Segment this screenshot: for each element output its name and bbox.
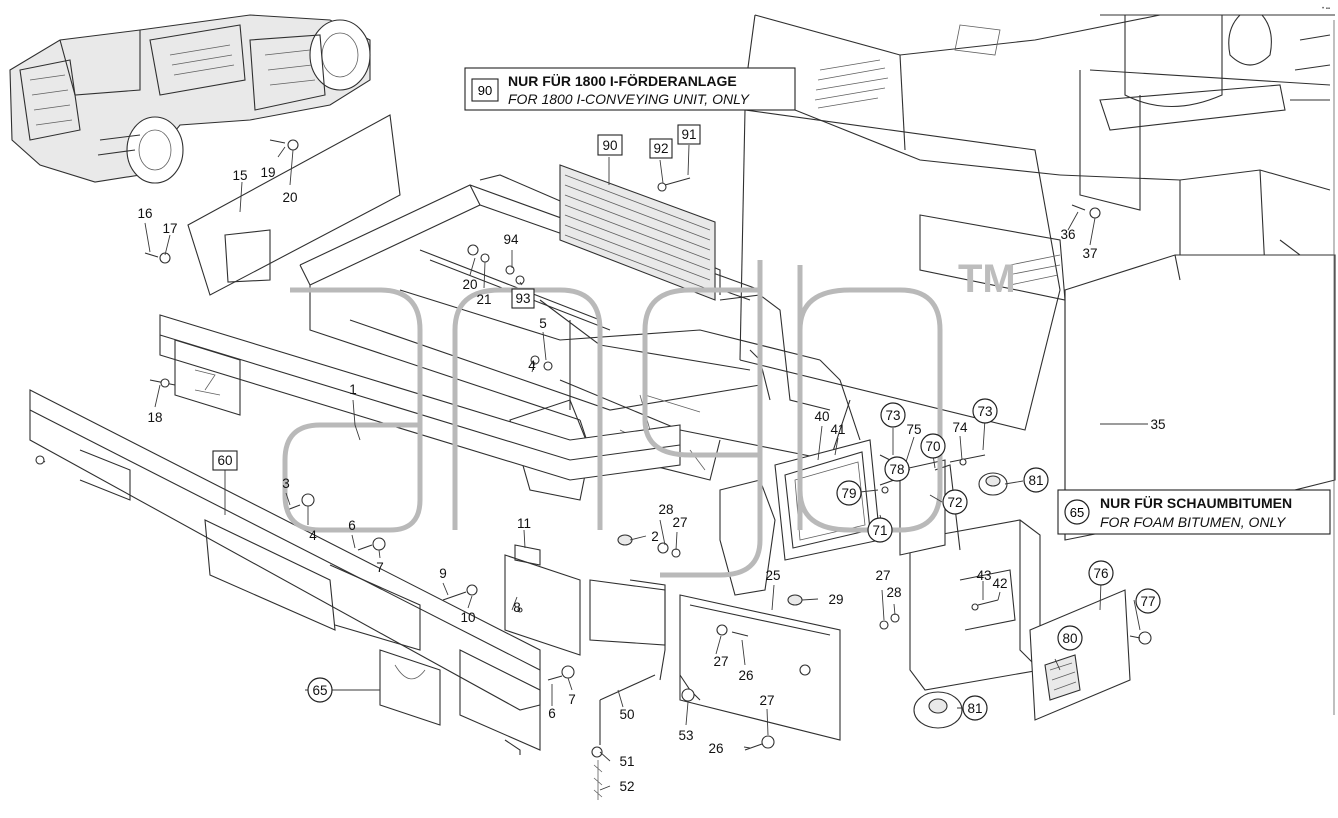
watermark: TM	[282, 257, 1016, 578]
callout-labels: 19 20 15 16 17 20 21 94 5 4 18 1 3 4 6 7…	[137, 165, 1165, 794]
cap-77	[1138, 631, 1152, 645]
label-73-right: 73	[977, 404, 992, 419]
label-8: 8	[513, 600, 521, 615]
label-79: 79	[841, 486, 856, 501]
label-76: 76	[1093, 566, 1108, 581]
label-26-lower: 26	[708, 741, 723, 756]
label-91: 91	[681, 127, 696, 142]
label-27-mid: 27	[713, 654, 728, 669]
machine-overview-thumbnail	[9, 14, 371, 184]
label-94: 94	[503, 232, 519, 247]
label-93: 93	[515, 291, 530, 306]
label-65: 65	[312, 683, 327, 698]
fasteners	[35, 139, 1141, 751]
conveyor-grille-panel-90	[559, 164, 716, 301]
label-27-lower: 27	[759, 693, 774, 708]
plug-cap-2	[617, 534, 633, 546]
label-35: 35	[1150, 417, 1165, 432]
label-60: 60	[217, 453, 232, 468]
label-18: 18	[147, 410, 162, 425]
machine-frame-background	[739, 14, 1335, 431]
label-25: 25	[765, 568, 780, 583]
label-7-lower: 7	[568, 692, 576, 707]
plug-cap-81-upper	[978, 472, 1008, 496]
cover-plate-15	[187, 114, 401, 296]
note-foam-code: 65	[1070, 505, 1084, 520]
label-74: 74	[952, 420, 968, 435]
label-19: 19	[260, 165, 275, 180]
label-10: 10	[460, 610, 475, 625]
label-28-upper: 28	[658, 502, 673, 517]
label-41: 41	[830, 422, 845, 437]
label-78: 78	[889, 462, 904, 477]
watermark-tm: TM	[958, 257, 1016, 301]
label-51: 51	[619, 754, 634, 769]
cover-plate-76	[1029, 589, 1131, 721]
label-71: 71	[872, 523, 887, 538]
label-7-upper: 7	[376, 560, 384, 575]
label-81-upper: 81	[1028, 473, 1043, 488]
label-27-right: 27	[875, 568, 890, 583]
label-72: 72	[947, 495, 962, 510]
note-foam-de: NUR FÜR SCHAUMBITUMEN	[1100, 495, 1292, 511]
label-11: 11	[517, 516, 531, 531]
pump-housing	[899, 459, 1041, 691]
boxed-callouts: 90 92 91 93 60	[212, 124, 701, 471]
label-37: 37	[1082, 246, 1097, 261]
note-conveying-en: FOR 1800 I-CONVEYING UNIT, ONLY	[508, 91, 751, 107]
label-17: 17	[162, 221, 177, 236]
label-5: 5	[539, 316, 547, 331]
circled-callouts: 65 79 71 73 70 73 78 72 81 81 76 77 80	[307, 398, 1161, 721]
vent-grille-side	[1007, 254, 1061, 286]
vent-grille-top	[814, 59, 889, 109]
label-28-lower: 28	[886, 585, 901, 600]
label-53: 53	[678, 728, 693, 743]
label-27-upper: 27	[672, 515, 687, 530]
frame-assembly-40-41	[774, 439, 881, 561]
label-40: 40	[814, 409, 829, 424]
label-9: 9	[439, 566, 447, 581]
label-42: 42	[992, 576, 1007, 591]
label-80: 80	[1062, 631, 1077, 646]
label-70: 70	[925, 439, 940, 454]
label-6-upper: 6	[348, 518, 356, 533]
label-75: 75	[906, 422, 921, 437]
tow-bar-50	[591, 674, 701, 800]
mounting-plate-8	[504, 544, 581, 656]
label-43: 43	[976, 568, 991, 583]
label-50: 50	[619, 707, 634, 722]
label-92: 92	[653, 141, 668, 156]
label-77: 77	[1140, 594, 1155, 609]
label-81-lower: 81	[967, 701, 982, 716]
note-conveying-de: NUR FÜR 1800 I-FÖRDERANLAGE	[508, 73, 737, 89]
plug-cap-81-lower	[913, 691, 963, 729]
label-52: 52	[619, 779, 634, 794]
note-conveying-code: 90	[478, 83, 492, 98]
label-90: 90	[602, 138, 617, 153]
label-21: 21	[476, 292, 491, 307]
bracket-plate-25	[679, 594, 841, 741]
label-4-upper: 4	[528, 358, 536, 373]
label-6-lower: 6	[548, 706, 556, 721]
label-36: 36	[1060, 227, 1075, 242]
label-1: 1	[349, 382, 357, 397]
plug-cap-29	[787, 594, 803, 606]
note-foam-en: FOR FOAM BITUMEN, ONLY	[1100, 514, 1287, 530]
label-20-frame: 20	[462, 277, 477, 292]
note-foam-bitumen: 65 NUR FÜR SCHAUMBITUMEN FOR FOAM BITUME…	[1057, 489, 1331, 535]
label-29: 29	[828, 592, 843, 607]
side-member-right	[589, 579, 666, 646]
label-20: 20	[282, 190, 297, 205]
label-2: 2	[651, 529, 659, 544]
label-15: 15	[232, 168, 247, 183]
note-conveying-unit: 90 NUR FÜR 1800 I-FÖRDERANLAGE FOR 1800 …	[464, 67, 796, 111]
label-4-lower: 4	[309, 528, 317, 543]
label-26-upper: 26	[738, 668, 753, 683]
bumper-beam-60	[29, 389, 541, 755]
label-16: 16	[137, 206, 152, 221]
page-marker: • ▪▪	[1322, 6, 1330, 12]
label-73-left: 73	[885, 408, 900, 423]
label-3: 3	[282, 476, 290, 491]
